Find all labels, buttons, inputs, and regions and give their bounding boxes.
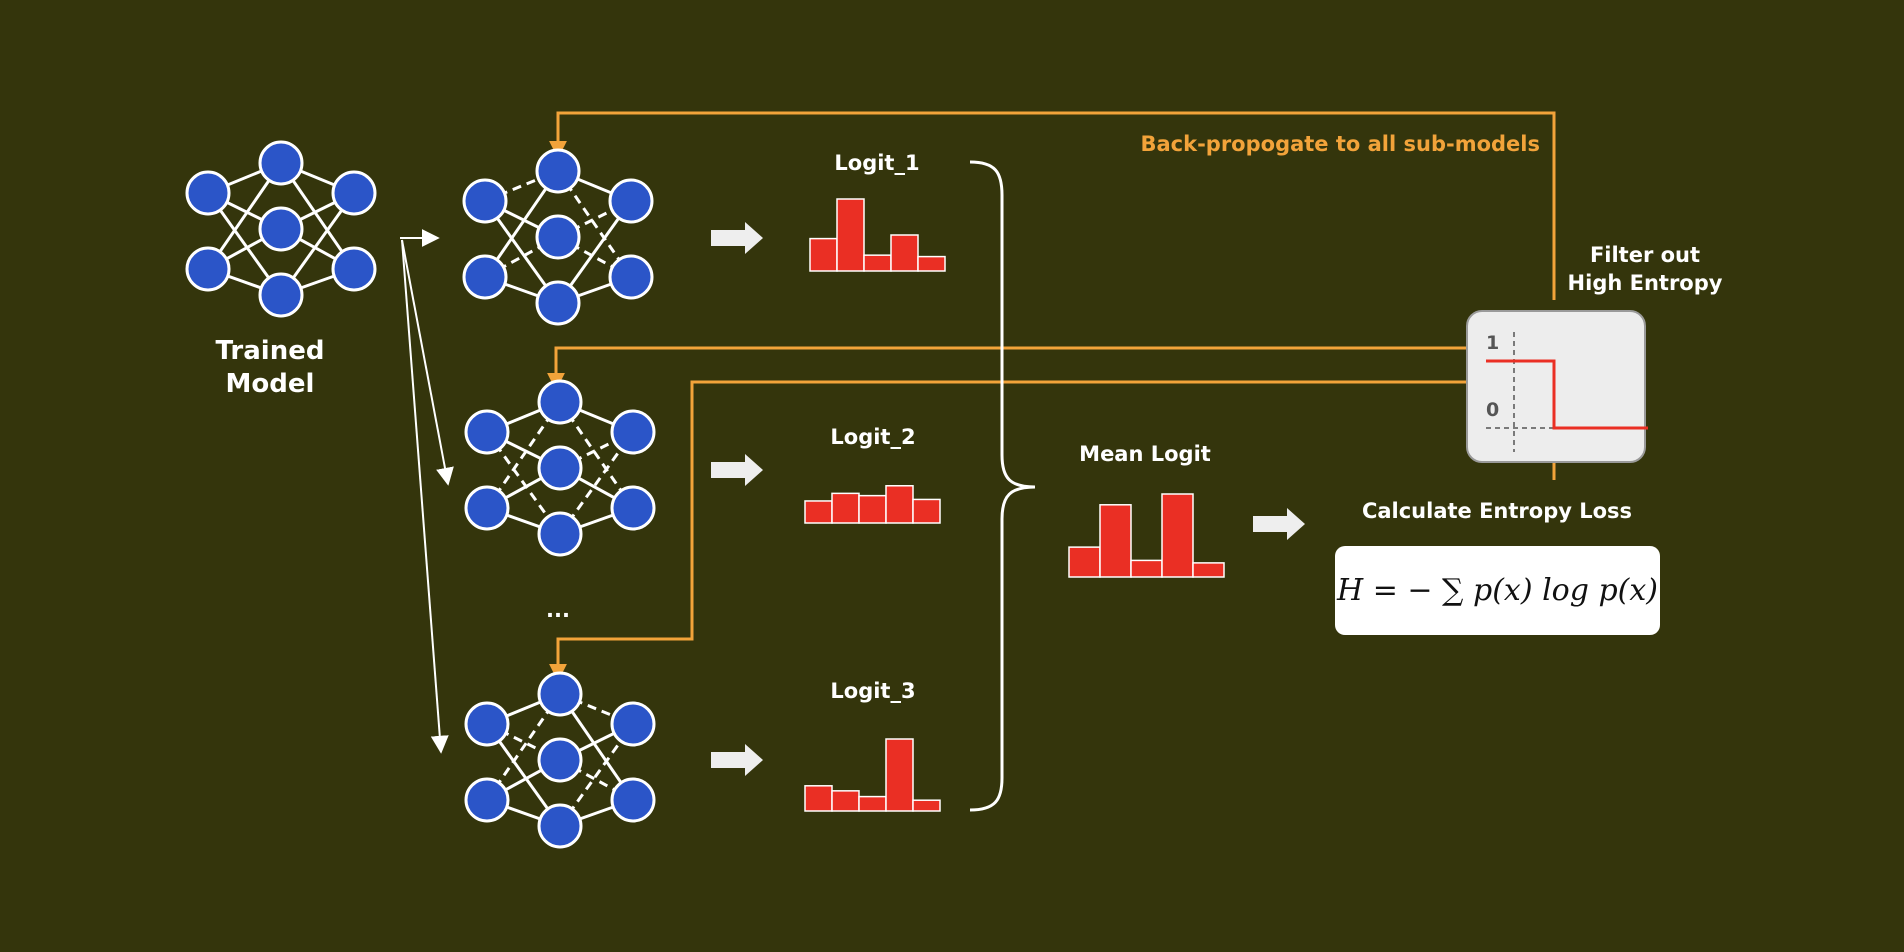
thick-arrow-2 [711,454,763,486]
feedback-line-submodel-2 [547,346,1466,391]
bar [1130,559,1163,578]
network-node [258,272,304,318]
bar [804,785,833,812]
logit-3-chart [804,738,941,812]
thick-arrow-3 [711,744,763,776]
step-value-low: 0 [1486,399,1500,421]
backprop-label: Back-propogate to all sub-models [1140,132,1540,156]
networks [185,140,656,849]
bar [809,237,838,272]
trained-model-label-line2: Model [225,369,315,399]
bar [912,498,941,524]
split-arrows [400,229,454,754]
network-node [535,148,581,194]
split-arrow-3 [401,239,449,754]
bar [1192,562,1225,578]
step-function-plot [1486,332,1648,452]
feedback-line-submodel-3 [549,380,1466,682]
mean-logit-chart [1068,493,1225,578]
network-node [331,246,377,292]
entropy-formula-box: H = − ∑ p(x) log p(x) [1335,546,1660,635]
network-node [258,140,304,186]
ellipsis-label: ... [546,598,570,622]
feedback-lines [547,111,1556,682]
split-arrow-2 [401,239,454,486]
network-node [464,485,510,531]
brace [969,160,1036,812]
bar [917,255,946,272]
submodel-1-network [462,148,654,326]
network-node [185,246,231,292]
logit-1-label: Logit_1 [834,151,920,175]
network-node [535,280,581,326]
network-node [608,254,654,300]
network-node [258,206,304,252]
trained-model-label: Trained Model [170,335,370,401]
filter-label-line1: Filter out [1589,243,1701,267]
network-node [462,254,508,300]
logit-charts [804,198,1225,812]
filter-label-line2: High Entropy [1567,271,1723,295]
calc-loss-label: Calculate Entropy Loss [1361,499,1633,523]
trained-model-network [185,140,377,318]
filter-label: Filter out High Entropy [1555,241,1735,297]
logit-3-label: Logit_3 [830,679,916,703]
logit-1-chart [809,198,946,272]
bar [836,198,865,272]
thick-arrow-4 [1253,508,1305,540]
trained-model-label-line1: Trained [215,336,325,366]
bar [885,738,914,812]
network-node [464,777,510,823]
submodel-2-network [464,379,656,557]
bar [831,492,860,524]
network-node [537,803,583,849]
network-node [537,671,583,717]
bar [885,485,914,524]
network-node [535,214,581,260]
network-node [464,701,510,747]
bar [804,500,833,524]
network-node [464,409,510,455]
submodel-3-network [464,671,656,849]
mean-logit-label: Mean Logit [1079,442,1211,466]
backprop-line [549,111,1556,300]
logit-2-chart [804,485,941,524]
network-node [537,445,583,491]
bar [858,795,887,812]
entropy-formula: H = − ∑ p(x) log p(x) [1337,573,1658,608]
network-node [537,379,583,425]
network-node [537,511,583,557]
step-value-high: 1 [1486,332,1500,354]
entropy-filter-card: 1 0 [1466,310,1648,463]
network-node [537,737,583,783]
network-node [610,777,656,823]
bar [1068,546,1101,578]
network-node [610,701,656,747]
network-node [185,170,231,216]
network-node [608,178,654,224]
bar [1099,504,1132,578]
network-node [331,170,377,216]
network-node [462,178,508,224]
step-function-curve [1486,359,1648,430]
thick-arrows [711,222,1305,776]
thick-arrow-1 [711,222,763,254]
logit-2-label: Logit_2 [830,425,916,449]
bar [890,234,919,272]
network-node [610,485,656,531]
bar [858,494,887,524]
bar [1161,493,1194,578]
bar [831,790,860,812]
bar [912,799,941,812]
bar [863,254,892,272]
network-node [610,409,656,455]
